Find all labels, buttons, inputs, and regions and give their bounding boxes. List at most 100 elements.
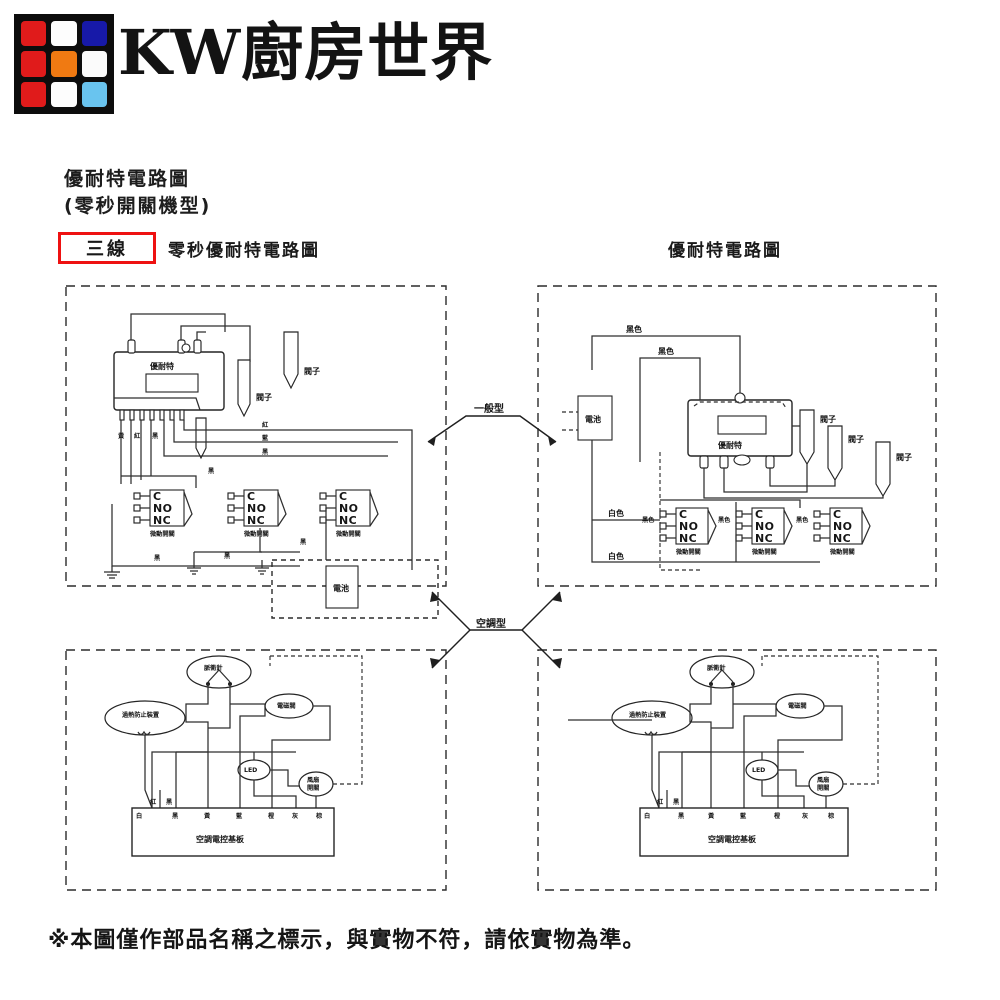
right-sw2-term-no: NO [755, 520, 774, 533]
right-sw3-term-nc: NC [833, 532, 851, 545]
right-board-term-6: 灰 [802, 812, 809, 820]
left-battery: 電池 [325, 565, 359, 609]
right-wire-label-1: 黑色 [626, 324, 642, 334]
logo-cell-7 [21, 81, 47, 107]
left-sw2-term-no: NO [247, 502, 266, 515]
logo-cell-6 [81, 51, 107, 77]
right-controller-window [717, 415, 767, 435]
left-board-term-7: 棕 [315, 812, 323, 820]
left-valve-3 [195, 417, 207, 460]
right-sw3-term-no: NO [833, 520, 852, 533]
left-magnet-label: 電磁閥 [277, 702, 296, 710]
right-sensor-label: 過熱防止裝置 [628, 711, 666, 719]
right-polarity-2: 黑 [673, 798, 680, 806]
connector-aircon-type: 空調型 [430, 591, 562, 669]
right-magnet-label: 電磁閥 [788, 702, 807, 710]
panel-right-bottom [537, 649, 937, 891]
page-title: 優耐特電路圖 [64, 168, 191, 190]
kw-kitchen-world-logo [14, 14, 114, 114]
right-sw1-term-nc: NC [679, 532, 697, 545]
right-sw1-term-no: NO [679, 520, 698, 533]
right-led: LED [745, 759, 779, 781]
right-sensor: 過熱防止裝置 [611, 700, 693, 736]
left-wire-label-1: 紅 [262, 421, 269, 429]
right-switch-block-1: C NO NC 微動開關 黑色 [642, 507, 717, 556]
right-board-label: 空調電控基板 [708, 834, 757, 844]
left-switch-block-2: C NO NC 微動開關 [227, 489, 287, 538]
right-sw2-wire: 黑色 [718, 516, 731, 524]
left-sw2-term-c: C [247, 490, 255, 503]
left-board-term-6: 灰 [292, 812, 299, 820]
right-valve-2-label: 閥子 [848, 434, 864, 444]
left-sw1-caption: 微動開關 [149, 530, 175, 538]
left-ignition-label: 脈衝針 [204, 664, 223, 672]
left-magnet-valve: 電磁閥 [264, 693, 314, 719]
left-polarity-2: 黑 [166, 798, 173, 806]
left-bottom-circuit: 脈衝針 過熱防止裝置 電磁閥 LED LED 風扇 開關 [104, 655, 363, 857]
right-board-term-4: 藍 [740, 812, 747, 820]
right-switch-block-2: C NO NC 微動開關 黑色 [718, 507, 793, 556]
left-board-term-1: 白 [136, 812, 142, 820]
right-sw1-caption: 微動開關 [675, 548, 701, 556]
left-sw3-caption: 微動開關 [335, 530, 361, 538]
left-board-term-5: 橙 [268, 812, 275, 820]
left-control-board: 白 黑 黃 藍 橙 灰 棕 空調電控基板 [131, 807, 335, 857]
disclaimer-note: ※本圖僅作部品名稱之標示，與實物不符，請依實物為準。 [48, 928, 646, 953]
right-sw3-caption: 微動開關 [829, 548, 855, 556]
left-sw2-term-nc: NC [247, 514, 265, 527]
left-diagram-title: 零秒優耐特電路圖 [168, 241, 320, 261]
left-ignition: 脈衝針 [186, 655, 252, 689]
left-board-label: 空調電控基板 [196, 834, 245, 844]
right-polarity-1: 紅 [657, 798, 664, 806]
right-sw1-term-c: C [679, 508, 687, 521]
right-valve-3: 閥子 [875, 441, 912, 498]
panel-right-top [537, 285, 937, 587]
left-board-term-3: 黃 [203, 812, 211, 820]
logo-cell-9 [81, 81, 107, 107]
logo-cell-5 [51, 51, 77, 77]
left-wire-label-4: 黑 [208, 467, 215, 475]
left-sw1-term-c: C [153, 490, 161, 503]
three-wire-badge: 三線 [58, 232, 156, 264]
left-led: LED [237, 759, 271, 781]
right-valve-1: 閥子 [799, 409, 836, 466]
right-valve-1-label: 閥子 [820, 414, 836, 424]
right-wire-label-4: 白色 [608, 551, 624, 561]
right-battery-label: 電池 [585, 414, 601, 424]
right-sw2-term-nc: NC [755, 532, 773, 545]
left-pin-label-c: 黑 [152, 432, 159, 440]
left-board-term-2: 黑 [172, 812, 179, 820]
left-sensor-label: 過熱防止裝置 [121, 711, 159, 719]
right-controller-label: 優耐特 [717, 440, 742, 450]
right-wire-label-3: 白色 [608, 508, 624, 518]
right-magnet-valve: 電磁閥 [775, 693, 825, 719]
right-valve-3-label: 閥子 [896, 452, 912, 462]
logo-cell-3 [81, 21, 107, 47]
svg-text:開關: 開關 [307, 784, 319, 792]
right-board-term-2: 黑 [678, 812, 685, 820]
left-sw2-caption: 微動開關 [243, 530, 269, 538]
left-top-circuit: 優耐特 閥子 閥子 [104, 313, 439, 619]
logo-cell-8 [51, 81, 77, 107]
three-wire-badge-label: 三線 [86, 239, 128, 260]
svg-text:開關: 開關 [817, 784, 829, 792]
left-wire-label-6: 黑 [224, 552, 231, 560]
left-pin-label-b: 紅 [134, 432, 141, 440]
connector-general-type: 一般型 [427, 402, 557, 446]
right-top-circuit: 優耐特 黑色 黑色 電池 閥子 閥子 閥子 [562, 324, 912, 571]
left-sw1-term-nc: NC [153, 514, 171, 527]
left-wire-label-3: 黑 [262, 448, 269, 456]
left-sw3-term-c: C [339, 490, 347, 503]
panel-left-top [65, 285, 447, 587]
left-sensor: 過熱防止裝置 [104, 700, 186, 736]
svg-text:風扇: 風扇 [307, 776, 319, 784]
left-switch-block-1: C NO NC 微動開關 [133, 489, 193, 538]
left-controller-pins [119, 409, 185, 421]
right-sw3-term-c: C [833, 508, 841, 521]
left-wire-label-5: 黑 [154, 554, 161, 562]
left-sw1-term-no: NO [153, 502, 172, 515]
right-wire-label-2: 黑色 [658, 346, 674, 356]
label-general-type: 一般型 [474, 402, 504, 415]
page-subtitle: (零秒開關機型) [64, 194, 212, 217]
left-valve-2-label: 閥子 [304, 366, 320, 376]
